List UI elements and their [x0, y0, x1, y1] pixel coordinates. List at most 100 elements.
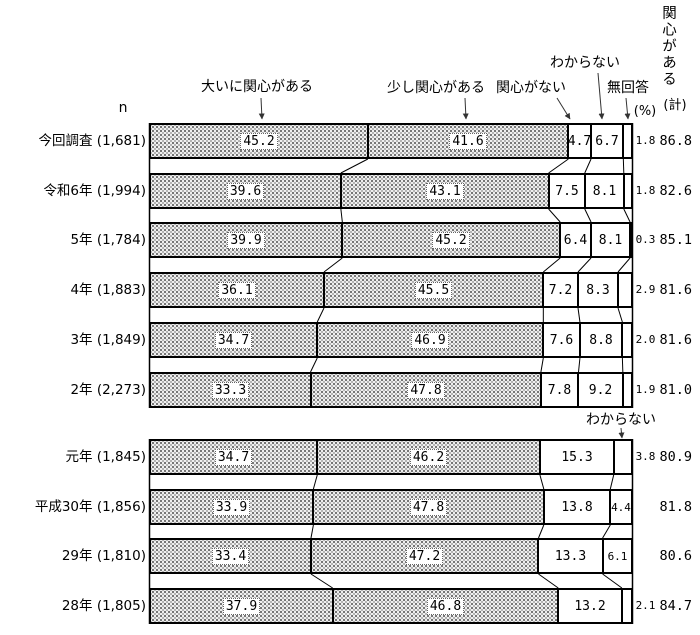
segment-very-interested: 33.9 [150, 490, 313, 524]
segment-not-interested: 15.3 [540, 440, 614, 474]
row-label: 28年 (1,805) [61, 598, 146, 614]
segment-no-answer [618, 273, 632, 307]
segment-value: 8.3 [586, 282, 610, 298]
legend-dont-know: わからない [550, 55, 620, 71]
segment-value: 33.3 [211, 381, 250, 399]
segment-value: 6.4 [563, 232, 588, 248]
segment-value: 43.1 [426, 182, 464, 200]
segment-somewhat-interested: 47.2 [311, 539, 538, 573]
segment-no-answer [623, 373, 632, 407]
segment-dont-know: 8.1 [585, 174, 624, 208]
segment-value: 47.8 [407, 381, 445, 399]
interested-total-header-vertical: 関心がある [660, 5, 676, 88]
outside-segment-value: 2.0 [635, 333, 656, 346]
interested-total-value: 82.6 [659, 183, 692, 199]
segment-not-interested: 7.5 [549, 174, 585, 208]
lower-group-dont-know-label: わからない [586, 412, 656, 428]
segment-somewhat-interested: 45.2 [342, 223, 560, 257]
segment-value: 39.9 [227, 231, 265, 249]
segment-value: 6.7 [595, 133, 619, 149]
segment-value: 8.8 [589, 332, 613, 348]
segment-dont-know [614, 440, 632, 474]
segment-value: 7.5 [555, 183, 579, 199]
segment-no-answer [624, 174, 632, 208]
segment-somewhat-interested: 47.8 [311, 373, 541, 407]
segment-somewhat-interested: 41.6 [368, 124, 568, 158]
segment-somewhat-interested: 47.8 [313, 490, 544, 524]
segment-value: 45.5 [414, 281, 453, 299]
row-label: 29年 (1,810) [61, 548, 146, 564]
percent-unit-label: (%) [633, 104, 657, 119]
interested-total-value: 85.1 [659, 232, 692, 248]
bar-row: 39.9 45.2 6.4 8.1 [149, 222, 633, 258]
interested-total-value: 80.6 [659, 548, 692, 564]
outside-segment-value: 1.9 [635, 383, 656, 396]
row-label: 2年 (2,273) [70, 382, 146, 398]
row-label: 元年 (1,845) [65, 449, 146, 465]
interested-total-value: 81.0 [659, 382, 692, 398]
segment-value: 8.1 [592, 183, 617, 199]
segment-value: 8.1 [598, 232, 623, 248]
segment-somewhat-interested: 46.8 [333, 589, 558, 623]
segment-value: 4.7 [568, 133, 591, 149]
segment-value: 7.2 [548, 282, 573, 298]
interested-total-value: 80.9 [659, 449, 692, 465]
interested-total-value: 81.6 [659, 332, 692, 348]
segment-very-interested: 45.2 [150, 124, 368, 158]
segment-no-answer [622, 323, 632, 357]
segment-dont-know: 6.7 [591, 124, 623, 158]
segment-value: 37.9 [222, 597, 261, 615]
segment-value: 47.2 [405, 547, 444, 565]
outside-segment-value: 1.8 [635, 134, 656, 147]
segment-very-interested: 33.3 [150, 373, 311, 407]
interested-total-header-paren: (計) [663, 98, 687, 113]
segment-somewhat-interested: 45.5 [324, 273, 543, 307]
segment-somewhat-interested: 46.2 [317, 440, 540, 474]
interested-total-value: 81.8 [659, 499, 692, 515]
segment-value: 15.3 [561, 449, 593, 465]
legend-somewhat-interested: 少し関心がある [387, 80, 485, 96]
segment-value: 4.4 [611, 500, 631, 514]
segment-not-interested: 13.8 [544, 490, 610, 524]
segment-value: 45.2 [432, 231, 470, 249]
segment-not-interested: 6.4 [560, 223, 591, 257]
segment-not-interested: 13.3 [538, 539, 603, 573]
legend-very-interested: 大いに関心がある [201, 79, 313, 95]
segment-value: 46.9 [411, 331, 449, 349]
segment-not-interested: 7.8 [541, 373, 578, 407]
segment-dont-know: 8.1 [591, 223, 630, 257]
segment-somewhat-interested: 46.9 [317, 323, 543, 357]
outside-segment-value: 0.3 [635, 233, 656, 246]
n-column-header: n [118, 100, 128, 116]
row-label: 3年 (1,849) [70, 332, 146, 348]
segment-very-interested: 34.7 [150, 440, 317, 474]
segment-very-interested: 33.4 [150, 539, 311, 573]
segment-value: 34.7 [214, 331, 253, 349]
segment-very-interested: 37.9 [150, 589, 333, 623]
segment-value: 36.1 [218, 281, 256, 299]
segment-value: 34.7 [214, 448, 253, 466]
segment-value: 13.8 [561, 499, 593, 515]
row-label: 平成30年 (1,856) [34, 499, 146, 515]
row-label: 令和6年 (1,994) [43, 183, 146, 199]
segment-value: 13.3 [554, 548, 587, 564]
segment-value: 46.8 [426, 597, 465, 615]
interested-total-value: 84.7 [659, 598, 692, 614]
legend-not-interested: 関心がない [496, 80, 566, 96]
legend-no-answer: 無回答 [607, 80, 649, 96]
row-label: 4年 (1,883) [70, 282, 146, 298]
segment-dont-know: 4.4 [610, 490, 632, 524]
interested-total-value: 86.8 [659, 133, 692, 149]
outside-segment-value: 2.9 [635, 283, 656, 296]
interested-total-value: 81.6 [659, 282, 692, 298]
segment-value: 33.9 [212, 498, 251, 516]
segment-not-interested: 7.2 [543, 273, 578, 307]
segment-value: 41.6 [449, 132, 487, 150]
